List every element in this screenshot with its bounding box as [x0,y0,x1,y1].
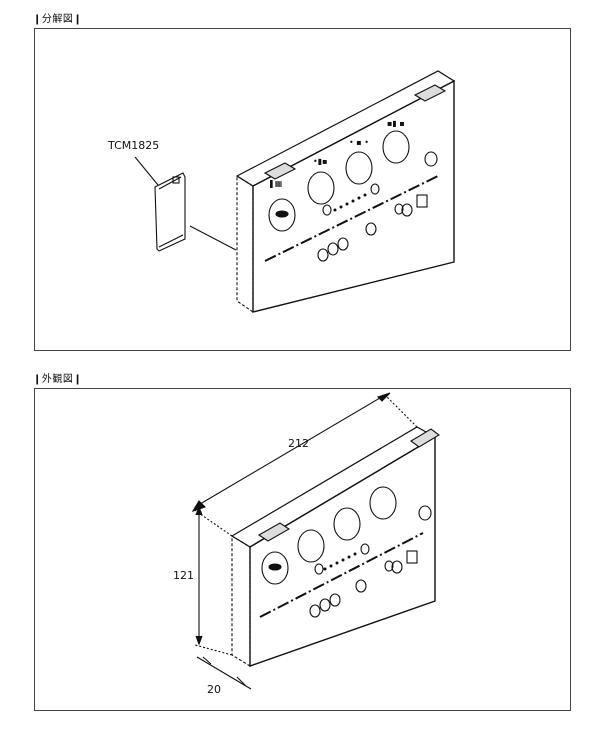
width-dimension-label: 212 [288,437,309,450]
exploded-view-frame: ❚▦ •▮▪ • ▪ • ▪▮ ▪ [34,28,571,351]
depth-dimension-label: 20 [207,683,221,696]
cover-part [154,172,186,252]
svg-text:▪▮ ▪: ▪▮ ▪ [387,119,405,128]
dimension-height [194,505,233,656]
panel-body [230,426,440,667]
dimension-depth [196,656,252,690]
exploded-view-title: ❙分解図❙ [33,14,83,25]
exploded-view-drawing: ❚▦ •▮▪ • ▪ • ▪▮ ▪ [107,70,456,314]
exterior-view-title: ❙外観図❙ [33,374,83,385]
panel-body: ❚▦ •▮▪ • ▪ • ▪▮ ▪ [235,70,456,314]
assembly-leader-line [189,225,237,251]
exterior-view-frame: 212 121 20 [34,388,571,711]
svg-text:❚▦: ❚▦ [268,179,282,188]
label-leader-line [134,156,159,186]
exterior-view-drawing: 212 121 20 [173,392,440,696]
svg-text:•▮▪: •▮▪ [313,157,328,166]
svg-text:• ▪ •: • ▪ • [349,138,369,147]
part-number-label: TCM1825 [107,139,159,152]
height-dimension-label: 121 [173,569,194,582]
